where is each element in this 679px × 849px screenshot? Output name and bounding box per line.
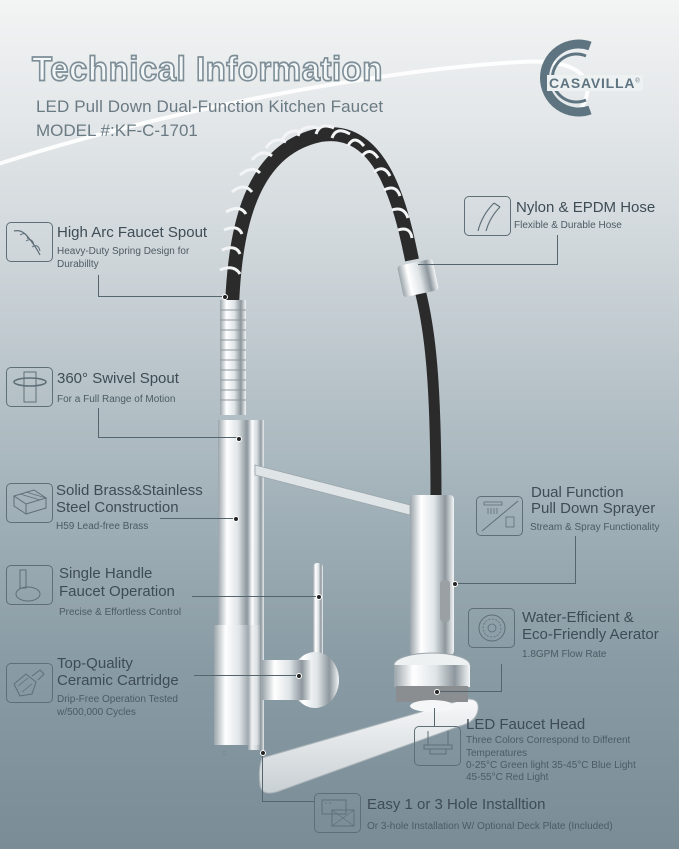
- feature-title-line: Single Handle: [59, 565, 153, 582]
- callout-dot: [316, 594, 322, 600]
- leader-line: [434, 708, 435, 726]
- feature-title: Easy 1 or 3 Hole Installtion: [367, 796, 546, 813]
- brass-bars-icon: [6, 483, 53, 523]
- feature-title-line: Solid Brass&Stainless: [56, 482, 203, 499]
- model-number: MODEL #:KF-C-1701: [36, 121, 198, 140]
- callout-dot: [260, 750, 266, 756]
- callout-dot: [236, 436, 242, 442]
- leader-line: [160, 518, 234, 519]
- callout-dot: [434, 689, 440, 695]
- led-head-icon: [414, 726, 461, 766]
- callout-dot: [222, 294, 228, 300]
- feature-desc-line: w/500,000 Cycles: [57, 707, 136, 718]
- feature-title: Nylon & EPDM Hose: [516, 199, 656, 216]
- leader-line: [418, 235, 558, 265]
- leader-line: [194, 675, 298, 676]
- feature-desc-line: Temperatures: [466, 748, 528, 759]
- feature-title: High Arc Faucet Spout: [57, 224, 208, 241]
- brand-name-text: CASAVILLA: [549, 75, 636, 91]
- leader-line: [456, 536, 576, 584]
- feature-title-line: Faucet Operation: [59, 583, 175, 600]
- cartridge-icon: [6, 663, 53, 703]
- svg-text:C: C: [222, 751, 227, 757]
- brand-name: CASAVILLA®: [547, 75, 643, 91]
- callout-dot: [233, 516, 239, 522]
- feature-desc-line: Flexible & Durable Hose: [514, 220, 622, 231]
- leader-line: [192, 596, 318, 597]
- swivel-icon: [6, 367, 53, 407]
- feature-desc-line: Durabillty: [57, 259, 99, 270]
- feature-desc-line: For a Full Range of Motion: [57, 394, 176, 405]
- page-title: Technical Information: [31, 48, 383, 89]
- handle-icon: [6, 565, 53, 605]
- feature-desc-line: 1.8GPM Flow Rate: [522, 649, 607, 660]
- feature-desc-line: 45-55°C Red Light: [466, 772, 549, 783]
- feature-title-line: Ceramic Cartridge: [57, 672, 179, 689]
- feature-title-line: Water-Efficient &: [522, 609, 634, 626]
- spring-spout-icon: [6, 222, 53, 262]
- leader-line: [262, 752, 314, 802]
- feature-desc-line: Heavy-Duty Spring Design for: [57, 246, 190, 257]
- feature-title-line: Pull Down Sprayer: [531, 500, 656, 517]
- feature-title: LED Faucet Head: [466, 716, 586, 733]
- leader-line: [98, 275, 224, 297]
- feature-title-line: Top-Quality: [57, 655, 133, 672]
- feature-title-line: Eco-Friendly Aerator: [522, 626, 659, 643]
- feature-desc-line: Stream & Spray Functionality: [530, 522, 660, 533]
- feature-desc-line: 0-25°C Green light 35-45°C Blue Light: [466, 760, 636, 771]
- aerator-icon: [468, 608, 515, 648]
- callout-dot: [452, 581, 458, 587]
- hose-icon: [464, 196, 511, 236]
- feature-title-line: Steel Construction: [56, 499, 179, 516]
- sprayer-icon: [476, 496, 523, 536]
- registered-mark: ®: [635, 78, 641, 85]
- feature-desc-line: Drip-Free Operation Tested: [57, 694, 178, 705]
- feature-desc-line: H59 Lead-free Brass: [56, 521, 149, 532]
- feature-desc-line: Precise & Effortless Control: [59, 607, 182, 618]
- callout-dot: [296, 673, 302, 679]
- product-subtitle: LED Pull Down Dual-Function Kitchen Fauc…: [36, 97, 384, 116]
- feature-desc-line: Or 3-hole Installation W/ Optional Deck …: [367, 821, 613, 832]
- sink-install-icon: [314, 793, 361, 833]
- leader-line: [436, 664, 502, 692]
- leader-line: [98, 408, 238, 438]
- feature-desc-line: Three Colors Correspond to Different: [466, 735, 631, 746]
- feature-title-line: Dual Function: [531, 484, 624, 501]
- feature-title: 360° Swivel Spout: [57, 370, 179, 387]
